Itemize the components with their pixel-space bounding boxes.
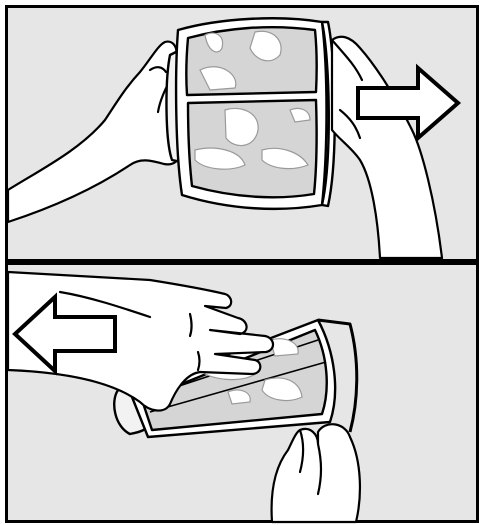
panel-2-drawing xyxy=(0,262,484,525)
panel-1-drawing xyxy=(0,0,484,262)
panel-step-1 xyxy=(0,0,484,262)
panel-step-2 xyxy=(0,262,484,525)
